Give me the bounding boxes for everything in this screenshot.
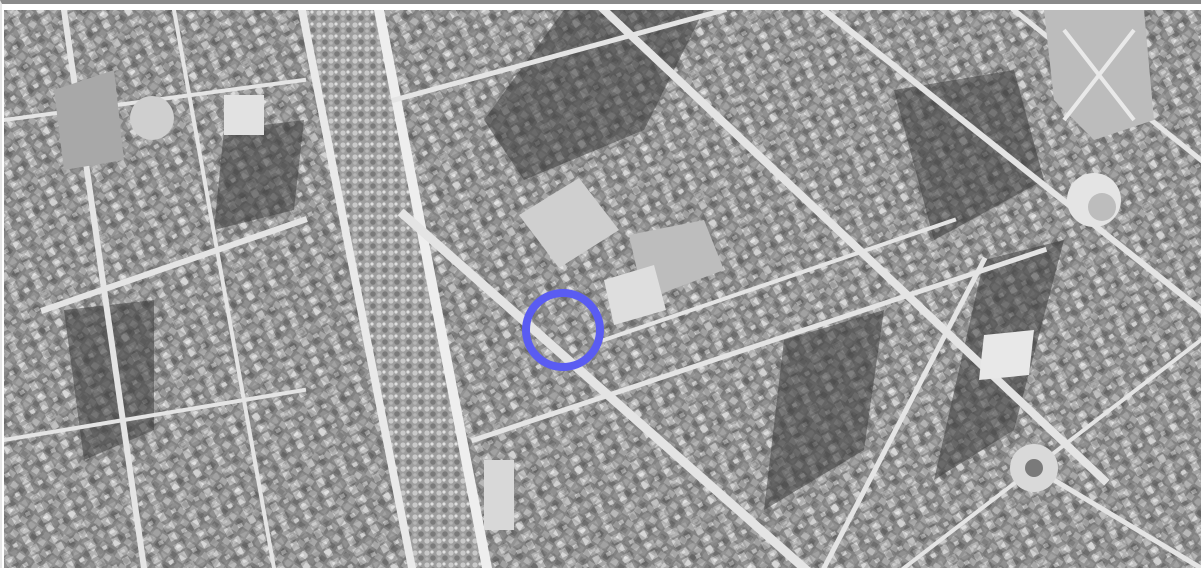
domed-building-shade	[1088, 193, 1116, 221]
roundabout-center	[1025, 459, 1043, 477]
boulevard-edge-west	[298, 10, 416, 568]
square-top-left	[130, 96, 174, 140]
location-marker-icon[interactable]	[522, 289, 604, 371]
boulevard-edge-east	[374, 10, 492, 568]
landmark-buildings	[54, 70, 1034, 530]
aerial-map[interactable]	[4, 10, 1201, 568]
tree-boulevard	[304, 10, 484, 568]
plaza-path	[1062, 28, 1136, 122]
